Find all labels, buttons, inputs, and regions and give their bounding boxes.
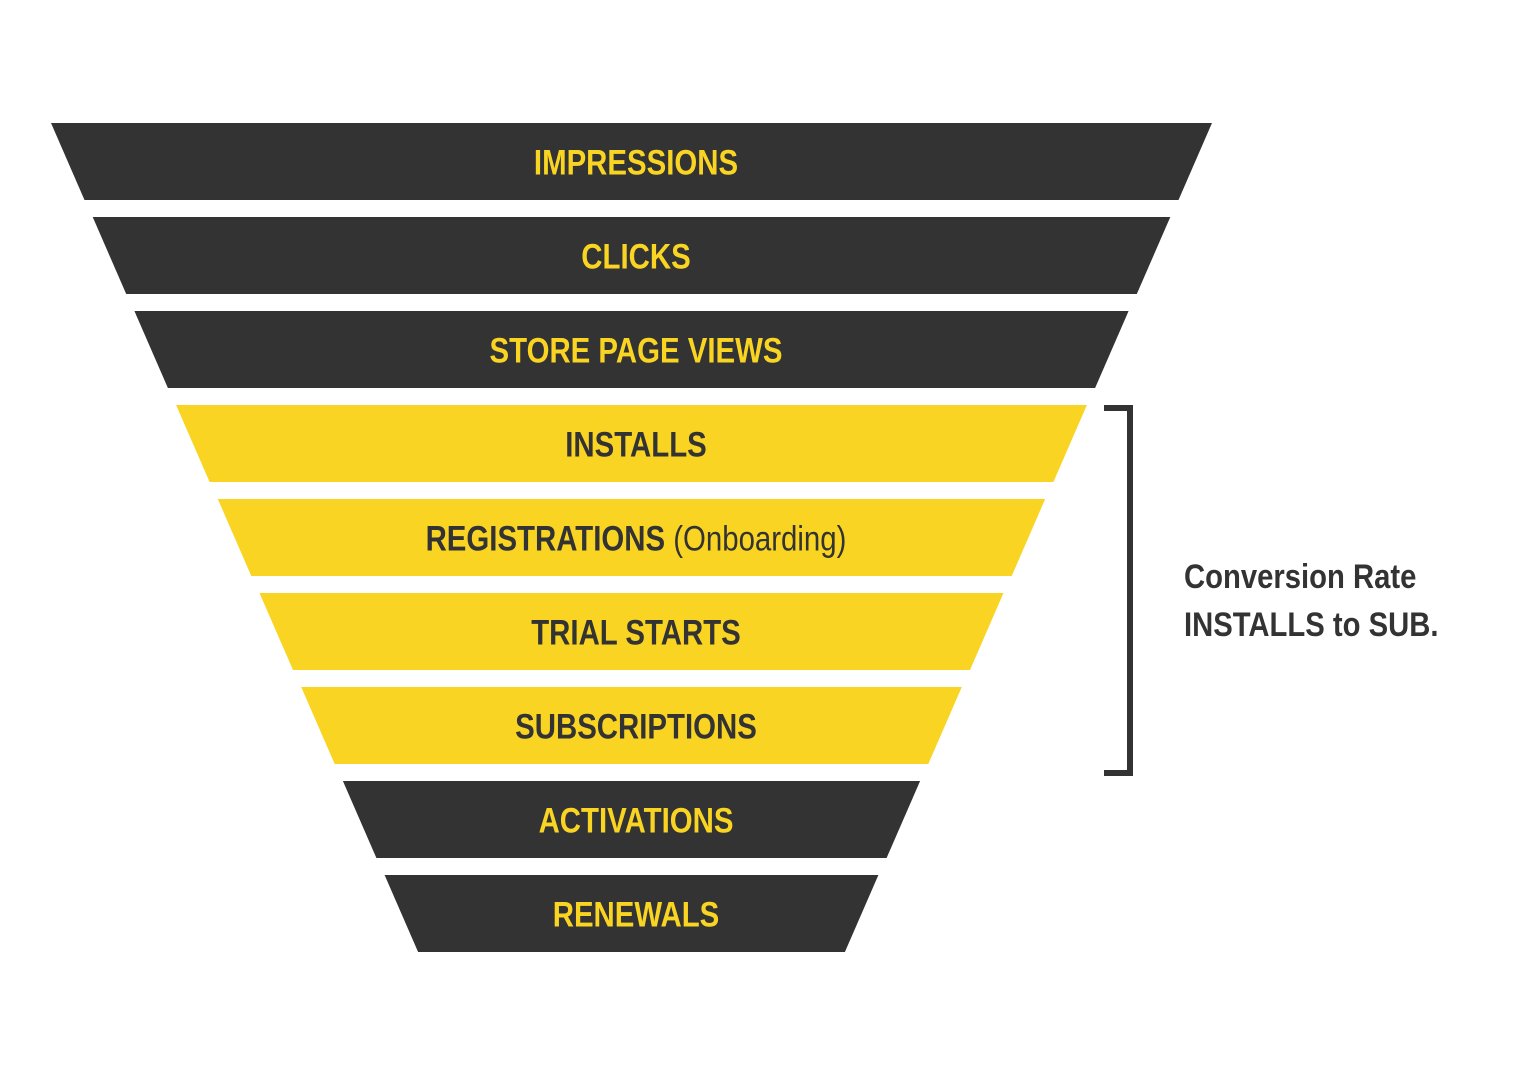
- funnel-stage-clicks: [92, 217, 1171, 294]
- funnel-stage-label-registrations: REGISTRATIONS (Onboarding): [426, 519, 847, 558]
- funnel-stage-registrations: [217, 499, 1046, 576]
- funnel-labels: IMPRESSIONS CLICKS STORE PAGE VIEWS INSTALL…: [426, 143, 847, 934]
- conversion-rate-note-line1: Conversion Rate: [1184, 558, 1417, 596]
- stage-label-text: ACTIVATIONS: [539, 801, 734, 840]
- stage-label-suffix: (Onboarding): [665, 519, 846, 558]
- funnel-stage-activations: [342, 781, 921, 858]
- funnel-stage-label-activations: ACTIVATIONS: [539, 801, 734, 840]
- stage-label-text: IMPRESSIONS: [534, 143, 738, 182]
- funnel-stage-label-installs: INSTALLS: [565, 425, 707, 464]
- funnel-stage-label-clicks: CLICKS: [581, 237, 690, 276]
- funnel-stage-renewals: [384, 875, 879, 952]
- funnel-stage-subscriptions: [301, 687, 962, 764]
- funnel-stage-label-trial-starts: TRIAL STARTS: [531, 613, 741, 652]
- funnel-stage-trial-starts: [259, 593, 1004, 670]
- funnel-stage-installs: [176, 405, 1087, 482]
- funnel-stage-store-page-views: [134, 311, 1129, 388]
- stage-label-text: INSTALLS: [565, 425, 707, 464]
- stage-label-text: STORE PAGE VIEWS: [490, 331, 783, 370]
- conversion-rate-note: Conversion Rate INSTALLS to SUB.: [1184, 553, 1438, 649]
- funnel-stage-label-subscriptions: SUBSCRIPTIONS: [515, 707, 757, 746]
- funnel-stage-label-renewals: RENEWALS: [553, 895, 720, 934]
- stage-label-text: RENEWALS: [553, 895, 720, 934]
- stage-label-text: TRIAL STARTS: [531, 613, 741, 652]
- conversion-bracket: [1104, 405, 1133, 776]
- stage-label-text: REGISTRATIONS: [426, 519, 665, 558]
- funnel-stage-impressions: [51, 123, 1212, 200]
- funnel-stage-label-store-page-views: STORE PAGE VIEWS: [490, 331, 783, 370]
- funnel-stage-label-impressions: IMPRESSIONS: [534, 143, 738, 182]
- conversion-rate-note-line2: INSTALLS to SUB.: [1184, 606, 1439, 644]
- funnel-bands: [51, 123, 1212, 952]
- stage-label-text: CLICKS: [581, 237, 690, 276]
- stage-label-text: SUBSCRIPTIONS: [515, 707, 757, 746]
